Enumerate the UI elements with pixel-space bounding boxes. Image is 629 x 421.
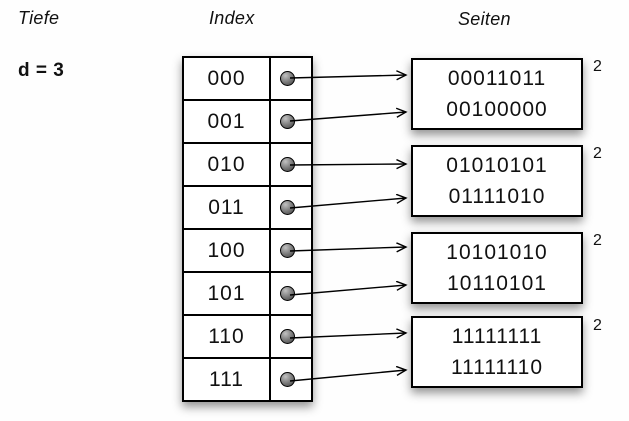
index-table: 000 001 010 011 100 101 110 111 [182, 56, 313, 402]
page-entry: 11111110 [450, 356, 544, 379]
pointer-cell [271, 187, 311, 228]
page-entry: 00100000 [446, 98, 548, 121]
index-row: 001 [184, 99, 311, 142]
pointer-cell [271, 273, 311, 314]
index-row: 000 [184, 58, 311, 99]
index-row: 111 [184, 357, 311, 400]
page-box: 00011011 00100000 [411, 58, 583, 130]
column-label-index: Index [209, 8, 255, 28]
index-row-label: 100 [184, 230, 271, 271]
page-box: 10101010 10110101 [411, 232, 583, 304]
page-entry: 11111111 [451, 325, 543, 348]
pointer-dot-icon [280, 157, 295, 172]
pointer-cell [271, 359, 311, 400]
pointer-cell [271, 58, 311, 99]
index-row-label: 010 [184, 144, 271, 185]
pointer-dot-icon [280, 329, 295, 344]
global-depth-value: d = 3 [18, 60, 65, 81]
pointer-cell [271, 144, 311, 185]
index-row-label: 111 [184, 359, 271, 400]
page-entry: 01111010 [448, 185, 546, 208]
index-row-label: 001 [184, 101, 271, 142]
local-depth-badge: 2 [593, 317, 602, 334]
pointer-dot-icon [280, 372, 295, 387]
pointer-dot-icon [280, 243, 295, 258]
index-row: 011 [184, 185, 311, 228]
pointer-dot-icon [280, 114, 295, 129]
page-entry: 00011011 [447, 67, 547, 90]
index-row: 010 [184, 142, 311, 185]
local-depth-badge: 2 [593, 232, 602, 249]
index-row-label: 011 [184, 187, 271, 228]
page-entry: 10101010 [446, 241, 548, 264]
column-label-seiten: Seiten [458, 9, 511, 29]
index-row: 110 [184, 314, 311, 357]
local-depth-badge: 2 [593, 145, 602, 162]
page-entry: 10110101 [447, 272, 547, 295]
index-row-label: 000 [184, 58, 271, 99]
pointer-dot-icon [280, 71, 295, 86]
local-depth-badge: 2 [593, 58, 602, 75]
index-row-label: 101 [184, 273, 271, 314]
pointer-cell [271, 316, 311, 357]
pointer-dot-icon [280, 286, 295, 301]
page-box: 11111111 11111110 [411, 316, 583, 388]
pointer-cell [271, 101, 311, 142]
pointer-dot-icon [280, 200, 295, 215]
pointer-cell [271, 230, 311, 271]
page-box: 01010101 01111010 [411, 145, 583, 217]
page-entry: 01010101 [446, 154, 548, 177]
index-row: 100 [184, 228, 311, 271]
index-row-label: 110 [184, 316, 271, 357]
index-row: 101 [184, 271, 311, 314]
column-label-tiefe: Tiefe [18, 8, 60, 28]
